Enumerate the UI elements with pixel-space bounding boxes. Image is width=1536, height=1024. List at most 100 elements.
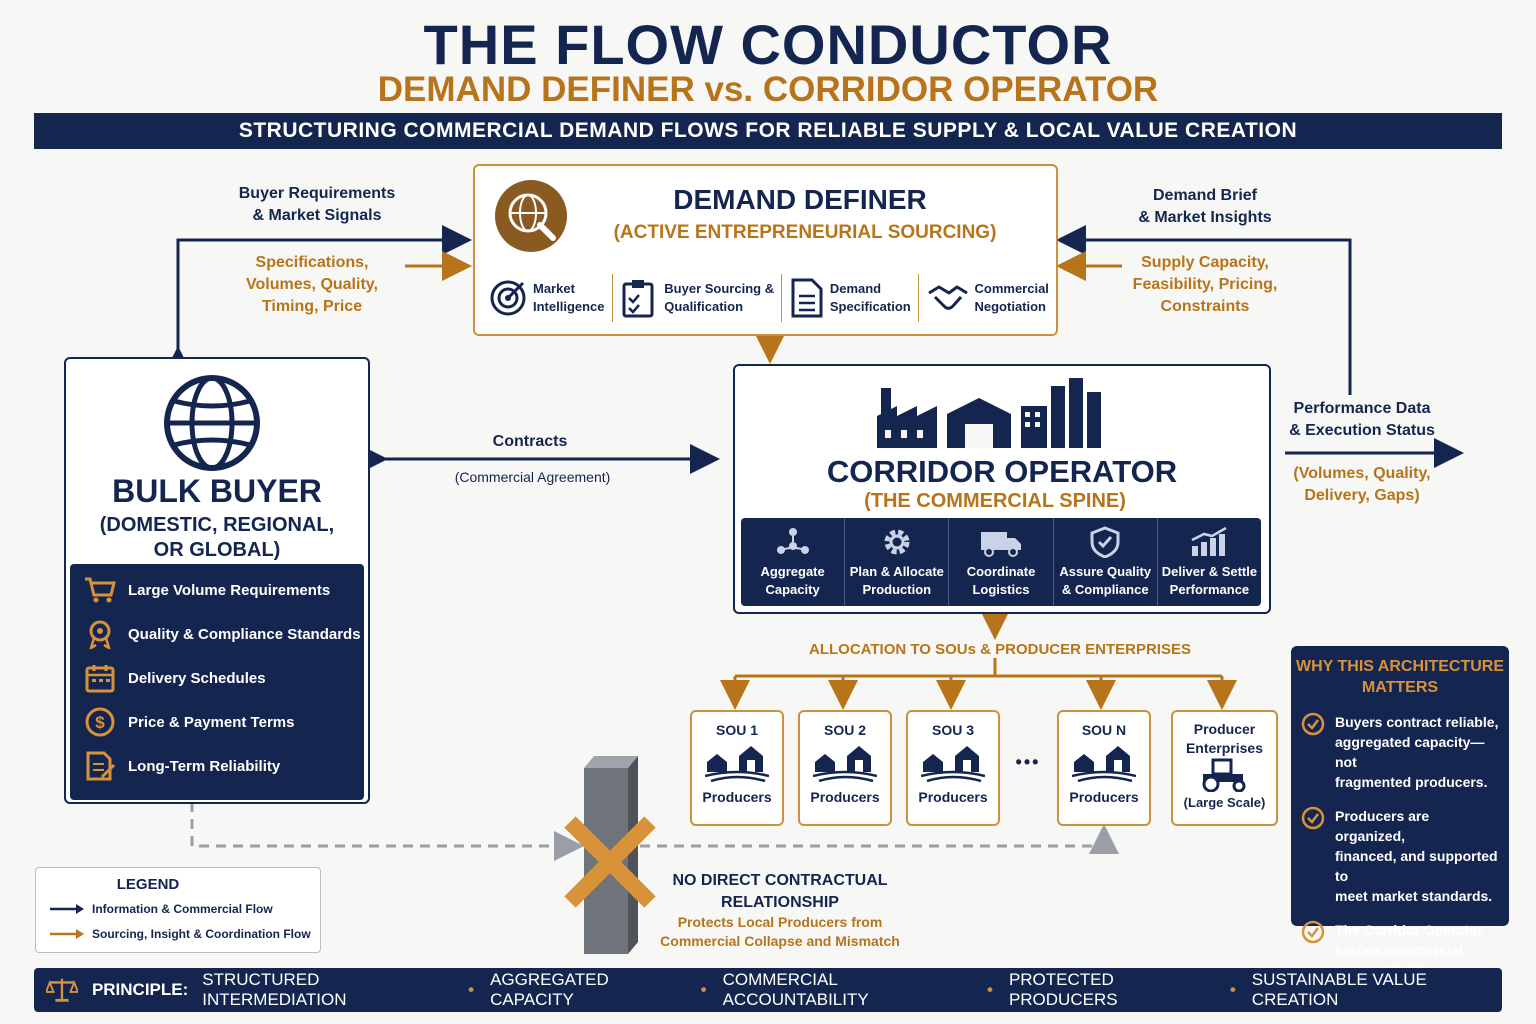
- arrow-blocked-dashed: [190, 802, 584, 861]
- producer-enterprises-box: Producer Enterprises (Large Scale): [1171, 710, 1278, 826]
- corridor-operator-title: CORRIDOR OPERATOR: [826, 454, 1178, 489]
- why-panel: WHY THIS ARCHITECTURE MATTERS Buyers con…: [1291, 646, 1509, 998]
- document-icon: [791, 278, 823, 318]
- principle-item: AGGREGATED CAPACITY: [490, 970, 609, 1009]
- sou-box: SOU 1 Producers: [690, 710, 784, 826]
- dd-item-label: Demand Specification: [829, 281, 911, 314]
- list-item: Long-Term Reliability: [70, 744, 364, 788]
- label-demand-brief: Demand Brief & Market Insights: [1138, 187, 1272, 226]
- gear-icon: [884, 529, 910, 555]
- principle-item: COMMERCIAL ACCOUNTABILITY: [722, 970, 869, 1009]
- dd-item-label: Commercial Negotiation: [974, 281, 1049, 314]
- co-item-aggregate: Aggregate Capacity: [741, 518, 846, 606]
- legend-title: LEGEND: [116, 876, 180, 893]
- sou-box: SOU N Producers: [1057, 710, 1151, 826]
- co-item-logistics: Coordinate Logistics: [949, 518, 1054, 606]
- dollar-icon: $: [85, 707, 115, 737]
- principle-item: STRUCTURED INTERMEDIATION: [202, 970, 347, 1009]
- list-item-label: Quality & Compliance Standards: [128, 625, 361, 643]
- bulk-buyer-title: BULK BUYER: [112, 473, 322, 509]
- dd-item-buyer-sourcing: Buyer Sourcing & Qualification: [620, 278, 774, 318]
- list-item-label: Large Volume Requirements: [128, 581, 331, 599]
- list-item-label: Long-Term Reliability: [128, 757, 281, 775]
- industry-icon: [877, 378, 1101, 448]
- co-item-label: Deliver & Settle Performance: [1161, 564, 1258, 597]
- producer-enterprises-title: Producer Enterprises: [1185, 721, 1264, 756]
- banner: STRUCTURING COMMERCIAL DEMAND FLOWS FOR …: [34, 113, 1502, 149]
- label-supply-capacity: Supply Capacity, Feasibility, Pricing, C…: [1132, 254, 1278, 315]
- farm-icon: [704, 746, 770, 783]
- co-item-quality: Assure Quality & Compliance: [1054, 518, 1158, 606]
- arrow-performance-loop: [1056, 225, 1352, 395]
- co-item-label: Plan & Allocate Production: [849, 564, 944, 597]
- principle-item: PROTECTED PRODUCERS: [1008, 970, 1118, 1009]
- legend-item-navy: Information & Commercial Flow: [50, 902, 273, 916]
- list-item-label: Delivery Schedules: [128, 669, 266, 687]
- co-item-plan: Plan & Allocate Production: [845, 518, 950, 606]
- contract-icon: [86, 751, 116, 781]
- why-item-label: Producers are organized, financed, and s…: [1335, 808, 1498, 904]
- no-direct-subtitle: Protects Local Producers from Commercial…: [660, 914, 900, 949]
- bulk-buyer-box: BULK BUYER (DOMESTIC, REGIONAL, OR GLOBA…: [64, 357, 370, 804]
- check-circle-icon: [1301, 712, 1325, 736]
- label-performance-detail: (Volumes, Quality, Delivery, Gaps): [1293, 465, 1431, 504]
- legend-label: Information & Commercial Flow: [92, 902, 273, 916]
- list-item-label: Price & Payment Terms: [128, 713, 295, 731]
- sou-box: SOU 2 Producers: [798, 710, 892, 826]
- label-commercial-agreement: (Commercial Agreement): [454, 469, 611, 485]
- why-item-label: Buyers contract reliable, aggregated cap…: [1335, 714, 1499, 790]
- scales-icon: [46, 978, 78, 1002]
- list-item: Delivery Schedules: [70, 656, 364, 700]
- co-item-label: Aggregate Capacity: [760, 564, 825, 597]
- label-specifications: Specifications, Volumes, Quality, Timing…: [246, 254, 378, 315]
- legend-label: Sourcing, Insight & Coordination Flow: [92, 927, 311, 941]
- shield-icon: [1090, 526, 1120, 559]
- sou-label: Producers: [1069, 789, 1139, 805]
- sou-title: SOU 1: [715, 722, 758, 738]
- co-item-deliver: Deliver & Settle Performance: [1158, 518, 1261, 606]
- demand-definer-subtitle: (ACTIVE ENTREPRENEURIAL SOURCING): [613, 222, 997, 243]
- producer-enterprises-label: (Large Scale): [1183, 795, 1266, 810]
- dd-item-market-intelligence: Market Intelligence: [489, 279, 605, 317]
- arrow-buyer-to-definer: [163, 225, 472, 376]
- principle-footer: PRINCIPLE: STRUCTURED INTERMEDIATION • A…: [34, 968, 1502, 1012]
- growth-chart-icon: [1191, 526, 1228, 556]
- navy-arrow-icon: [50, 904, 84, 914]
- legend-item-gold: Sourcing, Insight & Coordination Flow: [50, 927, 311, 941]
- truck-icon: [981, 532, 1021, 557]
- farm-icon: [1071, 746, 1137, 783]
- clipboard-icon: [622, 280, 654, 318]
- dd-item-commercial-negotiation: Commercial Negotiation: [927, 280, 1049, 316]
- sou-label: Producers: [702, 789, 772, 805]
- co-item-label: Assure Quality & Compliance: [1059, 564, 1152, 597]
- list-item: Producers are organized, financed, and s…: [1301, 806, 1499, 906]
- sou-label: Producers: [810, 789, 880, 805]
- label-buyer-requirements: Buyer Requirements & Market Signals: [238, 185, 396, 224]
- corridor-functions: Aggregate Capacity Plan & Allocate Produ…: [741, 518, 1261, 606]
- why-title: WHY THIS ARCHITECTURE MATTERS: [1296, 658, 1504, 696]
- principle-label: PRINCIPLE:: [91, 980, 189, 999]
- list-item: $ Price & Payment Terms: [70, 700, 364, 744]
- cart-icon: [85, 577, 116, 603]
- demand-definer-box: DEMAND DEFINER (ACTIVE ENTREPRENEURIAL S…: [473, 164, 1058, 336]
- bulk-buyer-requirements-list: Large Volume Requirements Quality & Comp…: [70, 564, 364, 800]
- svg-text:$: $: [95, 713, 105, 732]
- page-title: THE FLOW CONDUCTOR: [423, 13, 1113, 76]
- bulk-buyer-subtitle: (DOMESTIC, REGIONAL, OR GLOBAL): [99, 514, 335, 561]
- tractor-icon: [1202, 758, 1245, 793]
- sou-title: SOU 2: [823, 722, 866, 738]
- list-item: Large Volume Requirements: [70, 568, 364, 612]
- check-circle-icon: [1301, 920, 1325, 944]
- check-circle-icon: [1301, 806, 1325, 830]
- globe-icon: [164, 375, 260, 471]
- target-icon: [490, 280, 526, 316]
- sou-title: SOU N: [1081, 722, 1127, 738]
- page-subtitle: DEMAND DEFINER vs. CORRIDOR OPERATOR: [377, 70, 1159, 109]
- corridor-operator-box: CORRIDOR OPERATOR (THE COMMERCIAL SPINE)…: [733, 364, 1271, 614]
- handshake-icon: [927, 285, 968, 310]
- demand-definer-title: DEMAND DEFINER: [673, 184, 927, 215]
- dd-item-demand-specification: Demand Specification: [790, 278, 911, 318]
- network-icon: [776, 528, 809, 554]
- award-icon: [89, 620, 111, 649]
